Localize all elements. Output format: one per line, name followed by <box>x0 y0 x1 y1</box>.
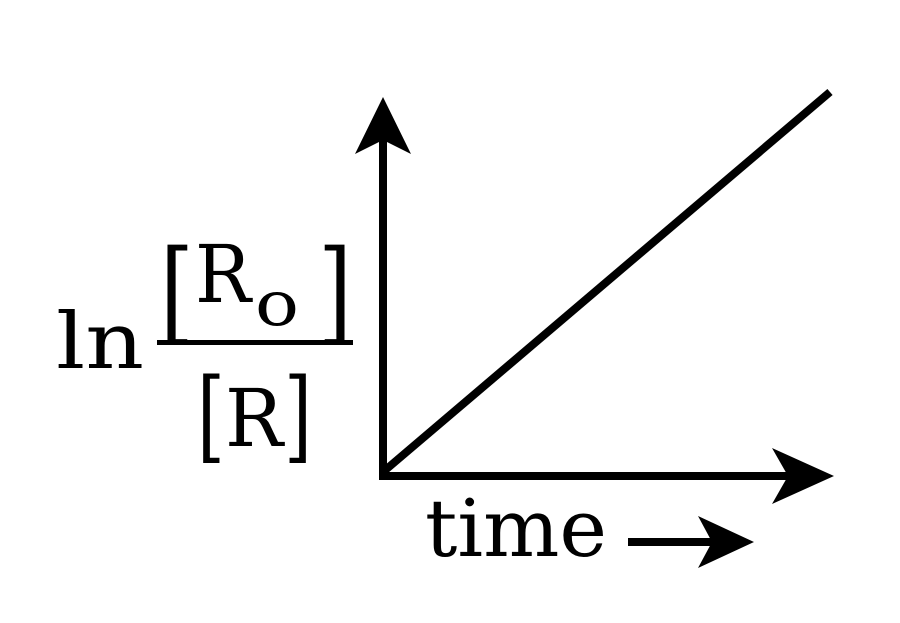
ylabel-numerator-subscript: o <box>255 267 299 340</box>
ylabel-fraction-bar <box>157 340 353 345</box>
ylabel-numerator-open-bracket: [ <box>160 227 194 357</box>
xlabel-text: time <box>425 482 607 575</box>
y-axis-arrowhead-icon <box>355 97 411 154</box>
xlabel-arrow-icon <box>698 516 754 568</box>
ylabel-denominator-close-bracket: ] <box>284 357 312 474</box>
ylabel-denominator-open-bracket: [ <box>197 357 225 474</box>
x-axis-label: time <box>425 482 754 575</box>
x-axis-arrowhead-icon <box>772 448 834 504</box>
y-axis-label: ln [ R o ] [ R ] <box>56 227 353 474</box>
x-axis <box>379 448 834 504</box>
ylabel-numerator: R <box>195 228 254 321</box>
series-line <box>380 88 833 476</box>
ylabel-denominator: R <box>225 372 286 465</box>
ylabel-prefix: ln <box>56 297 144 387</box>
ylabel-numerator-close-bracket: ] <box>318 227 352 357</box>
y-axis <box>355 97 411 480</box>
